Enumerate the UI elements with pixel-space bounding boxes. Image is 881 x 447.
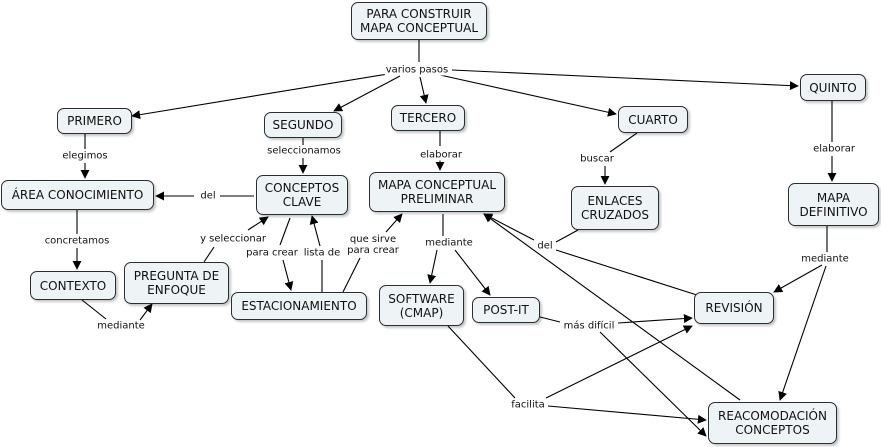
node-cuarto[interactable]: CUARTO xyxy=(618,106,688,133)
edge-estac-quesirve xyxy=(342,257,361,293)
node-mapa-definitivo[interactable]: MAPA DEFINITIVO xyxy=(788,183,879,226)
link-facilita: facilita xyxy=(510,399,546,411)
link-que-sirve-para-crear: que sirve para crear xyxy=(346,234,400,256)
edge-contexto-mediante xyxy=(81,299,107,320)
edge-facilita-reacom xyxy=(547,405,707,424)
node-contexto[interactable]: CONTEXTO xyxy=(30,271,116,300)
edge-mediante-reacom xyxy=(778,265,827,401)
edge-enlaces-del xyxy=(555,229,579,243)
link-mas-dificil: más difícil xyxy=(562,320,616,332)
link-del-area: del xyxy=(199,190,217,202)
node-conceptos-clave[interactable]: CONCEPTOS CLAVE xyxy=(256,175,348,215)
edge-del-mapapre xyxy=(483,213,535,241)
node-root[interactable]: PARA CONSTRUIR MAPA CONCEPTUAL xyxy=(351,2,487,40)
edge-listade-conceptos xyxy=(309,215,321,247)
link-y-seleccionar: y seleccionar xyxy=(199,233,267,245)
edge-facilita-revision xyxy=(545,325,693,399)
edge-pregunta-yselecc xyxy=(203,246,215,263)
edge-varios-cuarto xyxy=(439,74,617,117)
edge-varios-primero xyxy=(131,73,389,120)
link-seleccionamos: seleccionamos xyxy=(266,145,342,157)
node-primero[interactable]: PRIMERO xyxy=(57,108,132,134)
edge-varios-quinto xyxy=(451,69,799,91)
link-mediante-definitivo: mediante xyxy=(800,253,850,265)
node-mapa-preliminar[interactable]: MAPA CONCEPTUAL PRELIMINAR xyxy=(369,172,505,212)
edge-varios-tercero xyxy=(419,76,429,104)
link-elegimos: elegimos xyxy=(61,150,109,162)
link-elaborar-quinto: elaborar xyxy=(812,143,856,155)
edge-quesirve-mapapre xyxy=(385,213,403,233)
edge-mediante-revision xyxy=(773,264,823,293)
link-varios-pasos: varios pasos xyxy=(384,64,450,76)
edge-mediante-pregunta xyxy=(139,303,153,321)
edge-mediante-software xyxy=(427,249,438,284)
edge-masdificil-reacom xyxy=(599,331,707,437)
node-area-conocimiento[interactable]: ÁREA CONOCIMIENTO xyxy=(1,180,154,210)
edge-yselecc-conceptos xyxy=(247,216,269,231)
edge-conceptos-paracrear xyxy=(279,217,291,246)
node-segundo[interactable]: SEGUNDO xyxy=(264,112,342,138)
node-estacionamiento[interactable]: ESTACIONAMIENTO xyxy=(231,292,367,320)
edge-cuarto-buscar xyxy=(609,132,638,153)
link-mediante-contexto: mediante xyxy=(96,320,146,332)
link-lista-de: lista de xyxy=(302,247,342,259)
edge-del-revision xyxy=(555,249,701,297)
link-buscar: buscar xyxy=(579,153,615,165)
edge-varios-segundo xyxy=(333,75,401,112)
edge-reacom-mapapre xyxy=(483,213,741,401)
node-post-it[interactable]: POST-IT xyxy=(472,297,540,323)
node-tercero[interactable]: TERCERO xyxy=(391,105,465,131)
link-concretamos: concretamos xyxy=(43,235,111,247)
edge-masdificil-revision xyxy=(617,314,693,324)
link-elaborar-tercero: elaborar xyxy=(419,149,463,161)
node-quinto[interactable]: QUINTO xyxy=(800,74,866,101)
link-mediante-mapa: mediante xyxy=(424,237,474,249)
node-reacomodacion-conceptos[interactable]: REACOMODACIÓN CONCEPTOS xyxy=(708,402,837,444)
edge-paracrear-estac xyxy=(282,259,294,291)
node-revision[interactable]: REVISIÓN xyxy=(694,292,774,324)
node-enlaces-cruzados[interactable]: ENLACES CRUZADOS xyxy=(571,186,659,230)
link-para-crear: para crear xyxy=(245,247,299,259)
edge-postit-masdificil xyxy=(539,316,561,323)
node-pregunta-enfoque[interactable]: PREGUNTA DE ENFOQUE xyxy=(124,262,229,304)
link-del-enlaces: del xyxy=(536,240,554,252)
node-software-cmap[interactable]: SOFTWARE (CMAP) xyxy=(379,285,464,326)
edge-software-facilita xyxy=(447,325,516,399)
edge-mediante-postit xyxy=(454,249,491,296)
